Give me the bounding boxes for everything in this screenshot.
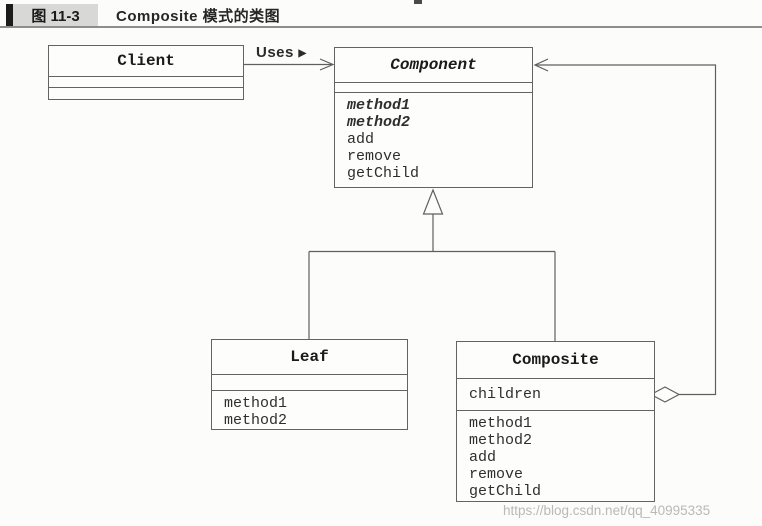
method-item: getChild <box>469 483 542 500</box>
method-item: remove <box>469 466 524 483</box>
watermark: https://blog.csdn.net/qq_40995335 <box>503 503 711 518</box>
method-item: method2 <box>224 412 288 429</box>
class-leaf-name: Leaf <box>212 340 407 376</box>
attribute-item: children <box>469 386 542 403</box>
figure-label: 图 11-3 <box>13 4 98 26</box>
class-component-methods: method1 method2 add remove getChild <box>335 93 532 187</box>
figure-title: Composite 模式的类图 <box>116 7 281 25</box>
class-client-name: Client <box>49 46 243 77</box>
class-composite: Composite children method1 method2 add r… <box>456 341 655 502</box>
class-composite-attributes: children <box>457 379 654 411</box>
method-item: add <box>469 449 497 466</box>
generalization-line <box>308 214 556 341</box>
uses-direction-icon: ▶ <box>298 48 307 59</box>
aggregation-diamond-icon <box>649 386 681 403</box>
class-composite-name: Composite <box>457 342 654 379</box>
class-component-attributes <box>335 83 532 93</box>
uses-label: Uses ▶ <box>256 44 336 61</box>
class-client-methods <box>49 88 243 99</box>
class-leaf-attributes <box>212 375 407 391</box>
method-item: getChild <box>347 165 420 182</box>
class-client-attributes <box>49 77 243 88</box>
class-composite-methods: method1 method2 add remove getChild <box>457 411 654 501</box>
method-item: method1 <box>469 415 533 432</box>
method-item: method2 <box>469 432 533 449</box>
class-leaf: Leaf method1 method2 <box>211 339 408 430</box>
generalization-triangle-icon <box>422 188 444 215</box>
header-rule <box>0 26 762 28</box>
method-item: method2 <box>347 114 411 131</box>
method-item: add <box>347 131 375 148</box>
aggregation-arrowhead-icon <box>533 58 549 72</box>
class-component-name: Component <box>335 48 532 83</box>
class-leaf-methods: method1 method2 <box>212 391 407 429</box>
scan-artifact <box>414 0 422 4</box>
uses-label-text: Uses <box>256 44 294 61</box>
method-item: remove <box>347 148 402 165</box>
class-client: Client <box>48 45 244 100</box>
method-item: method1 <box>224 395 288 412</box>
figure-label-bar <box>6 4 13 26</box>
method-item: method1 <box>347 97 411 114</box>
class-component: Component method1 method2 add remove get… <box>334 47 533 188</box>
